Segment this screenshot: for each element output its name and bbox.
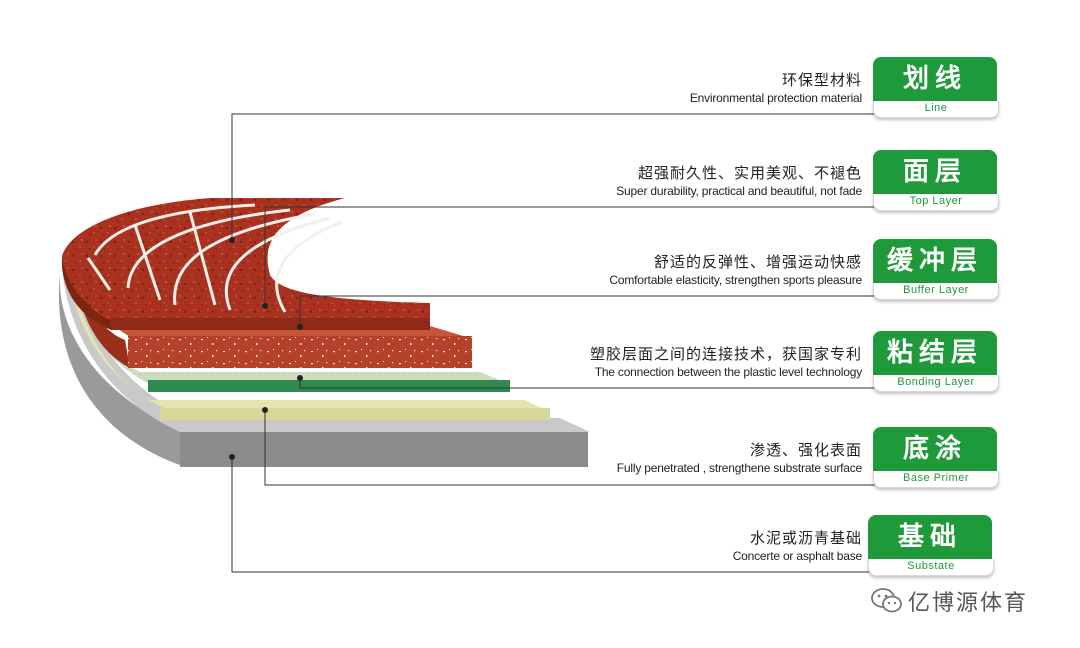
desc-primer: 渗透、强化表面 Fully penetrated , strengthene s… — [617, 440, 862, 476]
badge-primer: 底涂 Base Primer — [873, 427, 999, 488]
desc-base: 水泥或沥青基础 Concerte or asphalt base — [733, 528, 862, 564]
badge-primer-cn: 底涂 — [873, 427, 997, 471]
badge-buffer: 缓冲层 Buffer Layer — [873, 239, 999, 300]
badge-top-en: Top Layer — [873, 194, 999, 211]
desc-line-cn: 环保型材料 — [781, 71, 862, 89]
leader-lines — [231, 113, 880, 573]
badge-base: 基础 Substate — [868, 515, 994, 576]
badge-buffer-en: Buffer Layer — [873, 283, 999, 300]
desc-top: 超强耐久性、实用美观、不褪色 Super durability, practic… — [616, 163, 862, 199]
badge-buffer-cn: 缓冲层 — [873, 239, 997, 283]
track-surface — [62, 198, 430, 320]
base-layer-side — [58, 270, 180, 465]
desc-buffer: 舒适的反弹性、增强运动快感 Comfortable elasticity, st… — [609, 252, 862, 288]
desc-buffer-cn: 舒适的反弹性、增强运动快感 — [653, 253, 862, 271]
bonding-layer-front — [148, 380, 510, 392]
buffer-layer-top — [78, 248, 470, 338]
badge-base-en: Substate — [868, 559, 994, 576]
lane-lines — [86, 203, 343, 313]
desc-top-cn: 超强耐久性、实用美观、不褪色 — [637, 164, 862, 182]
desc-line: 环保型材料 Environmental protection material — [690, 70, 862, 106]
watermark: 亿博源体育 — [870, 583, 1028, 619]
badge-bonding-cn: 粘结层 — [873, 331, 997, 375]
wechat-icon — [871, 588, 902, 613]
watermark-text: 亿博源体育 — [908, 591, 1029, 616]
desc-top-en: Super durability, practical and beautifu… — [616, 184, 862, 198]
badge-top: 面层 Top Layer — [873, 150, 999, 211]
desc-line-en: Environmental protection material — [689, 91, 862, 105]
buffer-layer-curve — [75, 250, 130, 368]
base-layer-front — [180, 432, 588, 467]
desc-bonding: 塑胶层面之间的连接技术，获国家专利 The connection between… — [590, 344, 862, 380]
track-front — [110, 318, 430, 330]
buffer-layer-front — [128, 336, 472, 368]
desc-primer-cn: 渗透、强化表面 — [749, 441, 862, 459]
primer-layer-front — [160, 408, 550, 420]
badge-base-cn: 基础 — [868, 515, 992, 559]
badge-top-cn: 面层 — [873, 150, 997, 194]
desc-base-cn: 水泥或沥青基础 — [749, 529, 862, 547]
badge-line: 划线 Line — [873, 57, 999, 118]
badge-bonding: 粘结层 Bonding Layer — [873, 331, 999, 392]
desc-primer-en: Fully penetrated , strengthene substrate… — [616, 461, 862, 475]
desc-buffer-en: Comfortable elasticity, strengthen sport… — [609, 273, 862, 287]
leader-dots — [229, 237, 303, 460]
badge-primer-en: Base Primer — [873, 471, 999, 488]
badge-line-en: Line — [873, 101, 999, 118]
desc-base-en: Concerte or asphalt base — [732, 549, 862, 563]
track-edge — [61, 256, 112, 330]
desc-bonding-en: The connection between the plastic level… — [594, 365, 863, 379]
desc-bonding-cn: 塑胶层面之间的连接技术，获国家专利 — [589, 345, 862, 363]
badge-line-cn: 划线 — [873, 57, 997, 101]
badge-bonding-en: Bonding Layer — [873, 375, 999, 392]
